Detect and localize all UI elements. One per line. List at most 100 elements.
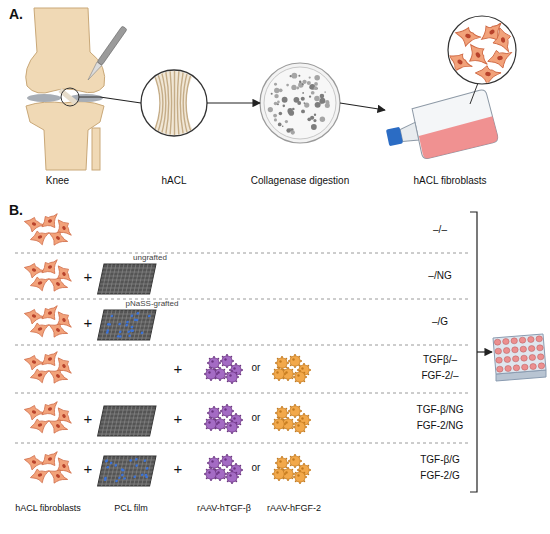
culture-medium: [418, 116, 499, 159]
figure-label: pNaSS-grafted: [126, 300, 179, 308]
cell-nucleus: [497, 55, 503, 60]
cell-nucleus: [31, 460, 36, 465]
tissue-fragment: [291, 130, 295, 134]
capsid-dot: [224, 358, 226, 360]
mesh-line: [102, 414, 154, 415]
node-label: Knee: [46, 175, 69, 186]
cell-body: [22, 261, 46, 281]
well: [494, 339, 500, 345]
well: [538, 354, 544, 360]
mesh-line: [103, 460, 155, 461]
capsid-dot: [301, 417, 303, 419]
mesh-line: [146, 406, 152, 436]
pnass-graft: [123, 477, 126, 480]
capsid-dot: [224, 408, 226, 410]
cell-body: [29, 467, 51, 485]
mesh-line: [98, 434, 150, 435]
capsid: [277, 358, 287, 368]
cell-nucleus: [62, 413, 67, 418]
mesh-line: [134, 264, 140, 294]
row-separator: [15, 253, 468, 254]
tissue-fragment: [271, 93, 273, 95]
tissue-fragment: [309, 76, 311, 78]
well: [513, 365, 519, 371]
fibroblast-cell: [29, 321, 51, 339]
mesh-line: [118, 264, 124, 294]
capsid-dot: [229, 474, 231, 476]
pnass-graft: [121, 474, 124, 477]
pnass-graft: [136, 312, 139, 315]
tissue-fragment: [286, 84, 289, 87]
pnass-graft: [117, 335, 120, 338]
figure-label: +: [174, 361, 183, 376]
raav-vector: [204, 404, 243, 434]
pnass-graft: [133, 475, 136, 478]
tissue-fragment: [313, 119, 316, 122]
raav-vector: [272, 454, 311, 484]
capsid: [290, 406, 300, 416]
capsid: [274, 469, 284, 479]
well: [512, 347, 518, 353]
cell-cluster: [22, 303, 74, 343]
capsid-dot: [279, 410, 281, 412]
figure-label: TGF-β/G: [420, 455, 460, 465]
capsid-dot: [276, 421, 278, 423]
mesh-line: [142, 406, 148, 436]
raav-vector: [272, 354, 311, 384]
ligament-fiber: [166, 70, 169, 136]
cell-nucleus: [465, 33, 472, 39]
mesh-line: [102, 310, 108, 340]
cell-body: [491, 26, 514, 54]
tissue-fragment: [309, 96, 311, 98]
capsid-dot: [297, 424, 299, 426]
capsid-dot: [233, 467, 235, 469]
figure-label: or: [252, 463, 261, 473]
mesh-line: [146, 456, 152, 486]
pnass-graft: [128, 334, 131, 337]
zoom-circle: [141, 70, 207, 136]
tissue-fragment: [291, 73, 297, 79]
mesh-line: [100, 476, 152, 477]
capsid-dot: [276, 371, 278, 373]
figure-label: –/–: [433, 225, 447, 235]
tissue-fragment: [283, 105, 286, 108]
cell-nucleus: [62, 271, 67, 276]
capsid-dot: [292, 408, 294, 410]
zoom-ring: [61, 88, 79, 106]
tissue-fragment: [314, 96, 320, 102]
well: [496, 357, 502, 363]
leader-line: [79, 97, 100, 98]
tissue-fragment: [285, 120, 288, 123]
figure-label: FGF-2/G: [420, 471, 459, 481]
capsid-dot: [292, 358, 294, 360]
capsid: [227, 472, 237, 482]
mesh-line: [134, 310, 140, 340]
tissue-fragment: [315, 102, 321, 108]
tissue-fragment: [274, 83, 277, 86]
figure-label: rAAV-hFGF-2: [267, 504, 321, 513]
fibroblast-cell: [474, 64, 502, 87]
cell-nucleus: [47, 457, 52, 462]
pcl-film: [98, 406, 156, 436]
ligament-fiber: [174, 70, 175, 136]
capsid: [295, 472, 305, 482]
pnass-graft: [130, 329, 133, 332]
capsid-dot: [211, 460, 213, 462]
cell-body: [45, 273, 69, 296]
pnass-graft: [130, 315, 133, 318]
mesh-line: [118, 310, 124, 340]
ligament-fiber: [177, 70, 179, 136]
cell-body: [29, 321, 51, 339]
pnass-graft: [106, 466, 109, 469]
cell-nucleus: [38, 473, 43, 477]
capsid: [222, 406, 232, 416]
pnass-graft: [129, 459, 132, 462]
well-plate: [493, 334, 546, 381]
mesh-line: [114, 456, 120, 486]
figure-label: hACL fibroblasts: [15, 504, 81, 513]
pnass-graft: [106, 329, 109, 332]
cell-nucleus: [55, 473, 60, 478]
well: [522, 364, 528, 370]
